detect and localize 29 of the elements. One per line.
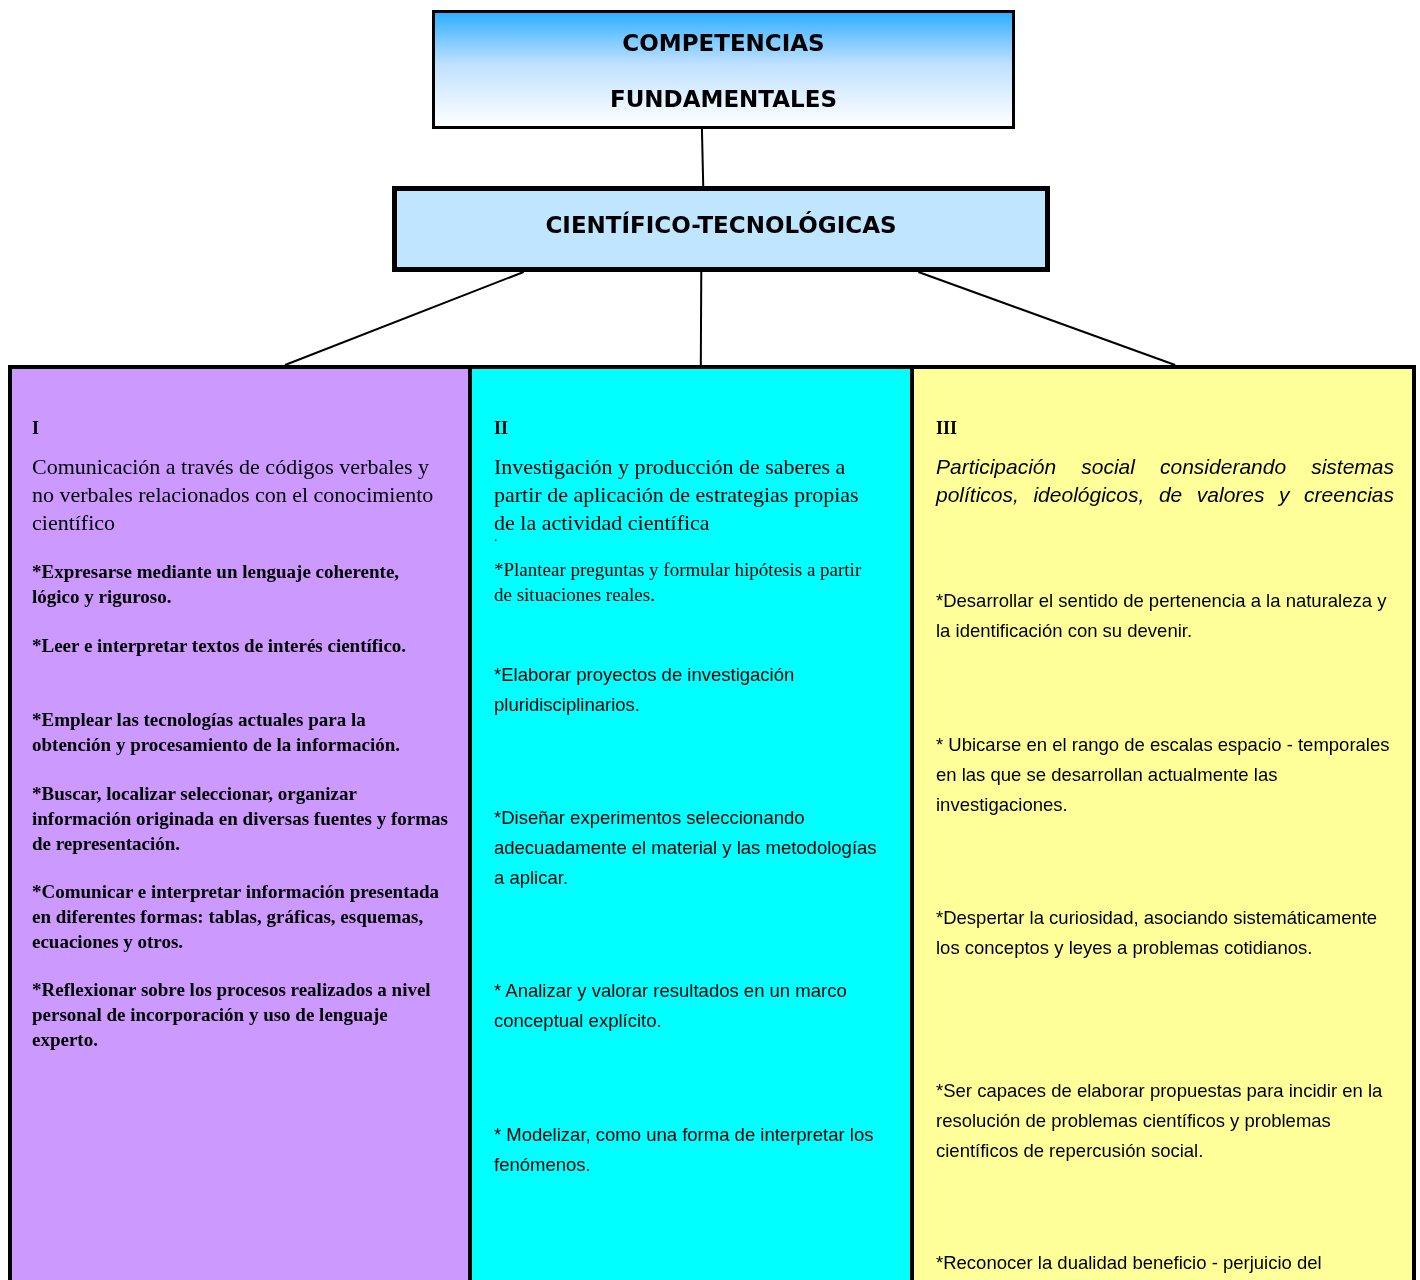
- column-number: I: [32, 417, 40, 439]
- competency-item: *Buscar, localizar seleccionar, organizar información originada en diversas fuentes y formas de representación.: [32, 782, 448, 856]
- competency-item: *Expresarse mediante un lenguaje coherente, lógico y riguroso.: [32, 560, 401, 609]
- competency-item: * Analizar y valorar resultados en un marco conceptual explícito.: [494, 979, 848, 1033]
- column-title: Participación social considerando sistemas políticos, ideológicos, de valores y creencias: [936, 454, 1394, 508]
- competency-item: *Reconocer la dualidad beneficio - perjuicio del: [936, 1251, 1323, 1275]
- box-label: COMPETENCIAS FUNDAMENTALES: [609, 29, 838, 114]
- column-number: II: [494, 417, 509, 439]
- column-number: III: [936, 417, 958, 439]
- competency-item: *Ser capaces de elaborar propuestas para incidir en la resolución de problemas científicos y problemas científicos de repercusión social.: [936, 1079, 1384, 1163]
- connector-line: [699, 271, 703, 366]
- connector-line: [700, 128, 705, 187]
- box-label: CIENTÍFICO-TECNOLÓGICAS: [544, 210, 898, 240]
- competency-item: *Diseñar experimentos seleccionando adecuadamente el material y las metodologías a aplicar.: [494, 806, 878, 890]
- category-box: [392, 186, 1050, 272]
- competency-item: *Leer e interpretar textos de interés científico.: [32, 634, 408, 658]
- competency-item: *Elaborar proyectos de investigación pluridisciplinarios.: [494, 663, 796, 717]
- title-box: [432, 10, 1015, 129]
- competency-item: * Ubicarse en el rango de escalas espacio - temporales en las que se desarrollan actualmente las investigaciones.: [936, 733, 1391, 817]
- competency-item: *Emplear las tecnologías actuales para la obtención y procesamiento de la información.: [32, 708, 401, 757]
- competency-item: *Reflexionar sobre los procesos realizados a nivel personal de incorporación y uso de lenguaje experto.: [32, 978, 432, 1052]
- connector-line: [284, 271, 525, 366]
- competency-item: *Comunicar e interpretar información presentada en diferentes formas: tablas, gráficas, esquemas, ecuaciones y otros.: [32, 880, 441, 954]
- competency-item: *Desarrollar el sentido de pertenencia a la naturaleza y la identificación con su devenir.: [936, 589, 1388, 643]
- competency-item: *Plantear preguntas y formular hipótesis a partir de situaciones reales.: [494, 558, 863, 607]
- connector-line: [917, 271, 1177, 366]
- competency-item: *Despertar la curiosidad, asociando sistemáticamente los conceptos y leyes a problemas cotidianos.: [936, 906, 1379, 960]
- competency-item: * Modelizar, como una forma de interpretar los fenómenos.: [494, 1123, 875, 1177]
- column-title: Comunicación a través de códigos verbales y no verbales relacionados con el conocimiento científico: [32, 453, 435, 537]
